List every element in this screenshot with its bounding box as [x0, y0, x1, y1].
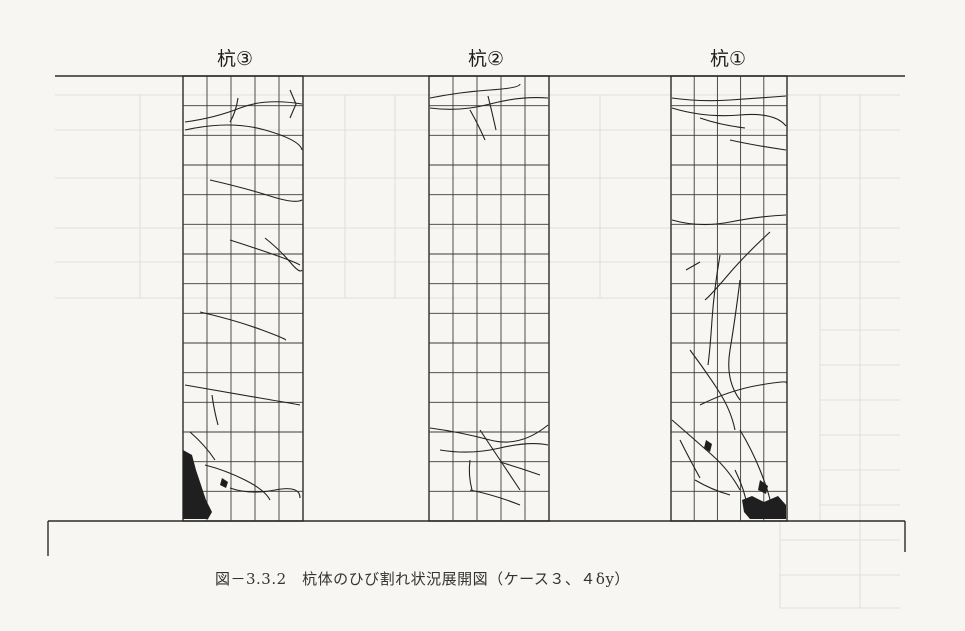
pile-panel-border — [428, 75, 550, 522]
pile-1-panel — [670, 75, 788, 522]
pile-2-label: 杭② — [468, 48, 505, 70]
show-through-table — [55, 94, 900, 609]
pile-panel-border — [670, 75, 788, 522]
pile-3-label: 杭③ — [217, 48, 254, 70]
pile-2-panel — [428, 75, 550, 522]
pile-panel-border — [182, 75, 304, 522]
pile-1-label: 杭① — [710, 48, 747, 70]
figure-caption: 図－3.3.2 杭体のひび割れ状況展開図（ケース３、４δy） — [215, 570, 630, 588]
base-frame — [47, 520, 906, 556]
pile-3-panel — [182, 75, 304, 522]
